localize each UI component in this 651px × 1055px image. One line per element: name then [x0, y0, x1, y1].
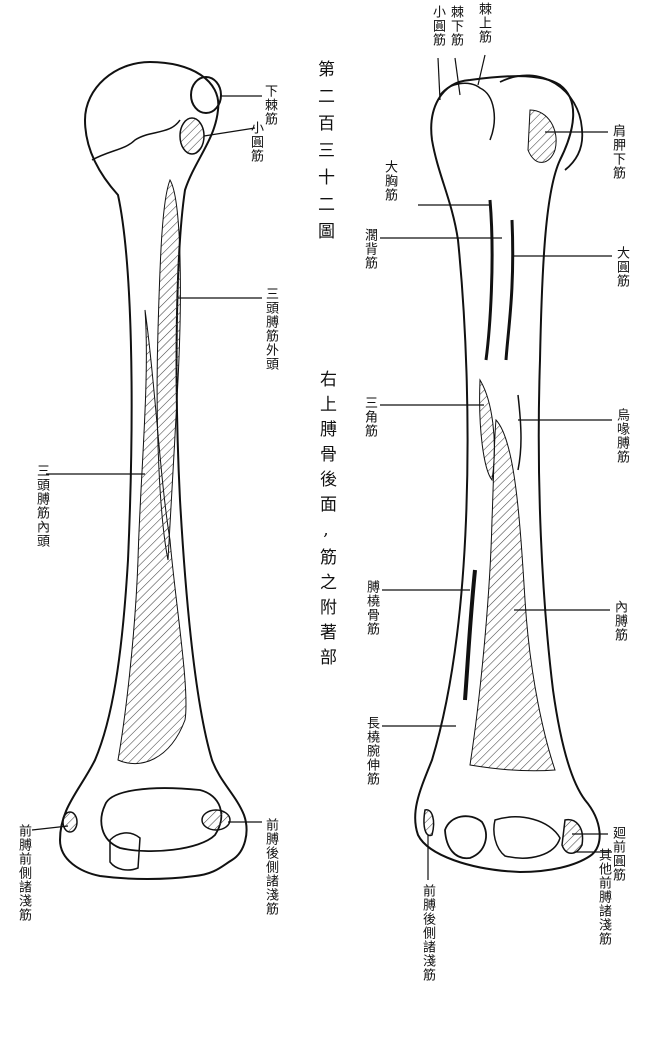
- right-capitulum: [445, 816, 486, 858]
- right-intertubercular-groove: [486, 200, 492, 360]
- label-left-infraspinatus: 下棘筋: [262, 84, 276, 126]
- left-head-line: [92, 120, 180, 160]
- label-right-pronator: 廻前圓筋: [610, 826, 624, 882]
- label-right-pectoralis: 大胸筋: [382, 160, 396, 202]
- label-right-teres-major: 大圓筋: [614, 246, 628, 288]
- label-left-teres-minor: 小圓筋: [248, 121, 262, 163]
- label-right-coracobrachialis: 烏喙膊筋: [614, 408, 628, 464]
- label-right-ext-carpi: 長橈腕伸筋: [364, 716, 378, 786]
- label-right-forearm-posterior: 前膊後側諸淺筋: [420, 884, 434, 982]
- label-right-deltoid: 三角筋: [362, 396, 376, 438]
- right-coracobrachialis-line: [518, 395, 521, 470]
- right-teres-major-line: [506, 220, 513, 360]
- right-humerus: [415, 75, 600, 872]
- left-trochlea: [110, 833, 140, 870]
- right-brachialis-area: [470, 420, 555, 771]
- right-tubercle: [440, 83, 494, 140]
- label-left-triceps-lateral: 三頭膊筋外頭: [263, 287, 277, 371]
- label-right-teres-minor: 小圓筋: [430, 5, 444, 47]
- right-pronator-area: [562, 820, 583, 854]
- right-deltoid-area: [480, 380, 495, 480]
- label-right-subscapularis: 肩胛下筋: [610, 124, 624, 180]
- label-right-other-forearm: 其他前膊諸淺筋: [596, 848, 610, 946]
- label-left-forearm-posterior: 前膊後側諸淺筋: [263, 818, 277, 916]
- left-humerus: [60, 62, 247, 879]
- figure-caption: 右上膊骨後面,筋之附著部: [314, 370, 339, 673]
- label-right-brachioradialis: 膊橈骨筋: [364, 580, 378, 636]
- right-subscapularis-area: [528, 110, 556, 162]
- figure-number: 第二百三十二圖: [312, 60, 337, 249]
- label-right-infraspinatus: 棘下筋: [448, 5, 462, 47]
- left-lateral-epicondyle-facet: [202, 810, 230, 830]
- label-left-forearm-anterior: 前膊前側諸淺筋: [16, 824, 30, 922]
- label-left-triceps-medial: 三頭膊筋內頭: [34, 464, 48, 548]
- left-teresminor-facet: [180, 118, 204, 154]
- left-medial-epicondyle-facet: [63, 812, 77, 832]
- right-lateral-epicondyle-area: [424, 810, 434, 836]
- label-right-supraspinatus: 棘上筋: [476, 2, 490, 44]
- label-right-brachialis: 內膊筋: [612, 600, 626, 642]
- label-right-latissimus: 濶背筋: [362, 228, 376, 270]
- right-trochlea: [494, 817, 560, 858]
